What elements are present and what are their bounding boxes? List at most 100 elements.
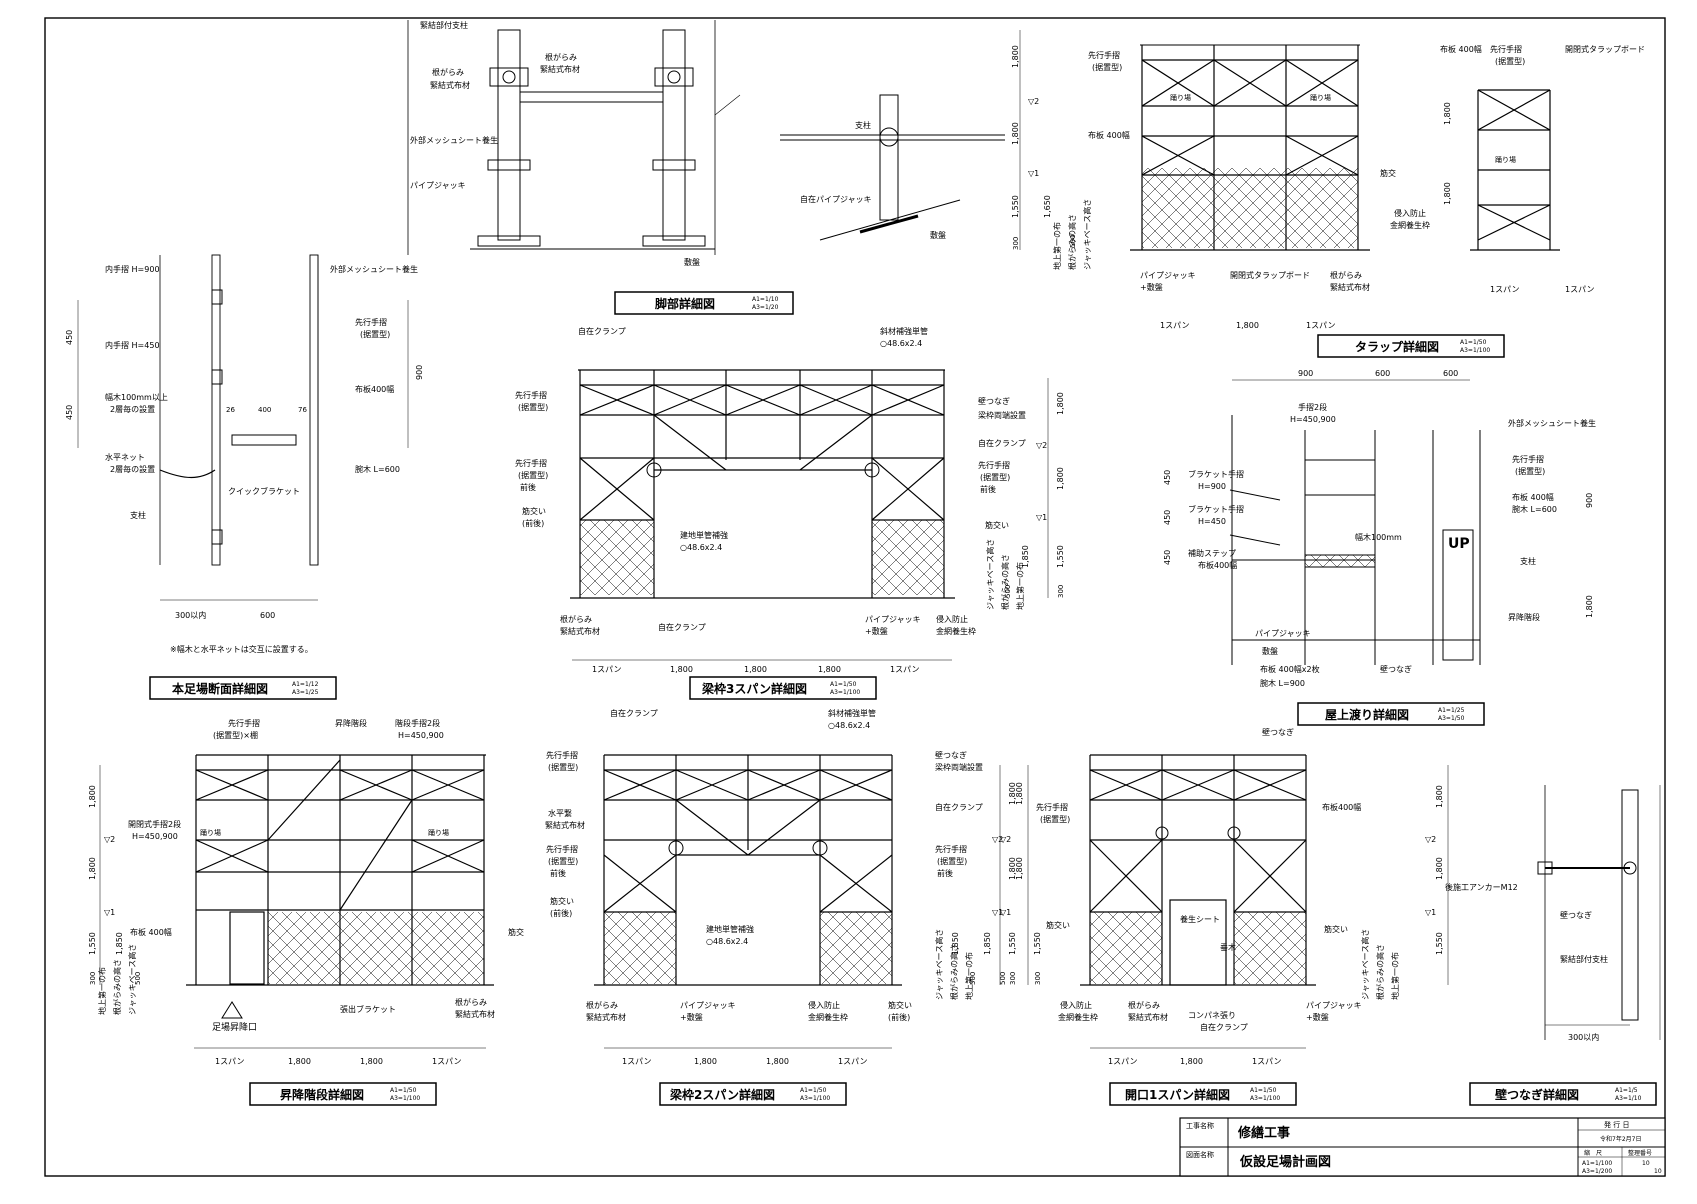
hari2-dim: 1,800 [766,1057,789,1066]
kyakubu-right-post [642,29,706,247]
danmen-dim: 450 [65,330,74,345]
view-tarappu: 1,800 1,800 1,650 500 300 1,550 ▽2 ▽1 1ス… [1011,30,1645,330]
scale-shoko-a1: A1=1/50 [390,1087,417,1094]
hari3-label: (据置型) [518,402,548,412]
hari2-label: 緊結式布材 [586,1012,626,1022]
danmen-label: 2層毎の設置 [110,404,155,414]
kaiko-label: 垂木 [1220,942,1236,952]
kaiko-vlabel: 根がらみの高さ [1375,944,1385,1000]
hari2-dim: 1スパン [622,1057,652,1066]
hari3-dim: 1,800 [744,665,767,674]
okujo-dim: 600 [1375,369,1390,378]
kyakubu-label: 緊結式布材 [430,80,470,90]
scale-kyakubu-a1: A1=1/10 [752,296,779,303]
hari3-dim: 300 [1057,585,1065,598]
tarappu-label: 布板 400幅 [1088,130,1130,140]
kabe-dim: 300以内 [1568,1032,1599,1042]
okujo-dim: 450 [1163,550,1172,565]
hari3-label: 根がらみ [560,614,592,624]
kyakubu-label: 根がらみ [545,52,577,62]
tarappu-label: 踊り場 [1170,93,1191,102]
kaiko-label: 根がらみ [1128,1000,1160,1010]
okujo-label: 支柱 [1520,556,1536,566]
kyakubu-label: 外部メッシュシート養生 [410,135,498,145]
hari3-label: 先行手摺 [515,458,547,468]
hari3-label: パイプジャッキ [865,615,921,624]
hari3-label: (据置型) [980,472,1010,482]
hari2-label: パイプジャッキ [680,1001,736,1010]
title-box-kaiko: 開口1スパン詳細図 A1=1/50 A3=1/100 [1109,1082,1297,1106]
okujo-label: H=450 [1198,517,1226,526]
tarappu-label: 開閉式タラップボード [1565,44,1645,54]
tarappu-label: 開閉式タラップボード [1230,270,1310,280]
kaiko-dim: 500 [999,972,1007,985]
kaiko-dim: 300 [1034,972,1042,985]
hari2-label: (据置型) [548,762,578,772]
drawing-label: 図面名称 [1186,1150,1214,1159]
view-kabe: 後施工アンカーM12 壁つなぎ 緊結部付支柱 1,800 1,800 1,550… [1425,765,1661,1042]
tarappu-label: (据置型) [1495,56,1525,66]
tarappu-dim: 1,800 [1443,102,1452,125]
hari3-label: 金網養生枠 [936,626,976,636]
kabe-label: 壁つなぎ [1560,910,1592,920]
shoko-label: H=450,900 [132,832,178,841]
tarappu-label: 金網養生枠 [1390,220,1430,230]
okujo-label: 手摺2段 [1298,402,1327,412]
hari3-label: 前後 [980,484,996,494]
view-hari2: 自在クランプ 斜材補強単管 ○48.6x2.4 先行手摺 (据置型) 壁つなぎ … [545,708,1017,1066]
tarappu-label: (据置型) [1092,62,1122,72]
danmen-dim: 900 [415,365,424,380]
okujo-label: 補助ステップ [1188,548,1236,558]
okujo-label: 敷盤 [1262,646,1278,656]
shoko-frame [186,754,494,986]
tarappu-label: 筋交 [1380,168,1396,178]
scale-hari3-a3: A3=1/100 [830,689,860,696]
hari3-vlabel: 地上第一の布 [1015,562,1025,610]
hari2-label: (前後) [550,908,572,918]
kyakubu-tie [519,91,664,103]
kabe-label: 緊結部付支柱 [1560,954,1608,964]
hari3-level: ▽2 [1036,441,1047,450]
scale-a1: A1=1/100 [1582,1160,1612,1167]
okujo-label: (据置型) [1515,466,1545,476]
hari3-dim: 1,550 [1056,545,1065,568]
shoko-label: 昇降階段 [335,718,367,728]
okujo-label: 布板400幅 [1198,560,1237,570]
hari2-label: 金網養生枠 [808,1012,848,1022]
hari3-dim: 1,800 [1056,467,1065,490]
hari2-frame [594,754,902,986]
title-okujo: 屋上渡り詳細図 [1325,707,1409,722]
scale-okujo-a3: A3=1/50 [1438,715,1465,722]
kyakubu-free-jack [879,94,899,221]
tarappu-dim: 1スパン [1490,285,1520,294]
danmen-label: (据置型) [360,329,390,339]
hari2-vlabel: ジャッキベース高さ [934,929,944,1000]
shoko-label: 足場昇降口 [212,1021,257,1033]
hari2-label: ○48.6x2.4 [706,937,748,946]
kaiko-label: 自在クランプ [1200,1022,1248,1032]
hari3-label: 斜材補強単管 [880,326,928,336]
view-shoko: 先行手摺 (据置型)×棚 昇降階段 階段手摺2段 H=450,900 開閉式手摺… [88,718,524,1066]
kabe-level: ▽1 [1425,908,1436,917]
hari3-label: 建地単管補強 [680,530,728,540]
okujo-label: 外部メッシュシート養生 [1508,418,1596,428]
scale-tarappu-a1: A1=1/50 [1460,339,1487,346]
hari2-dim: 500 [969,972,977,985]
kaiko-label: 先行手摺 [1036,802,1068,812]
scale-hari2-a3: A3=1/100 [800,1095,830,1102]
hari2-label: 前後 [937,868,953,878]
danmen-structure [159,254,319,566]
tarappu-dim: 1スパン [1306,321,1336,330]
shoko-label: 先行手摺 [228,718,260,728]
hari2-label: 建地単管補強 [706,924,754,934]
kaiko-label: 緊結式布材 [1128,1012,1168,1022]
tarappu-label: パイプジャッキ [1140,271,1196,280]
view-kyakubu: 緊結部付支柱 根がらみ 緊結式布材 根がらみ 緊結式布材 外部メッシュシート養生… [407,20,1005,267]
tarappu-dim: 1,650 [1043,195,1052,218]
scale-danmen-a3: A3=1/25 [292,689,319,696]
number-bottom: 10 [1654,1168,1662,1175]
hari3-label: 壁つなぎ [978,396,1010,406]
issue-label: 発 行 日 [1604,1120,1629,1129]
shoko-label: 階段手摺2段 [395,718,440,728]
danmen-dim: 300以内 [175,610,206,620]
